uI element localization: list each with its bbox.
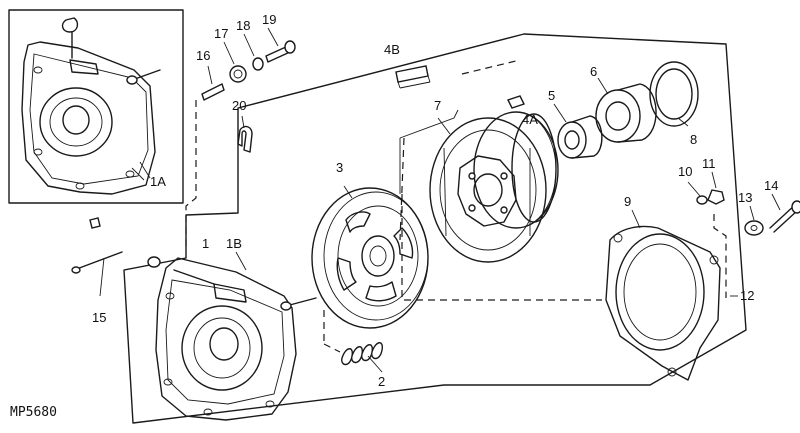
screw-15 <box>71 217 123 274</box>
rotor-7 <box>429 111 559 263</box>
figure-code: MP5680 <box>10 405 57 420</box>
washer-18 <box>252 57 264 71</box>
housing-1b <box>147 256 317 421</box>
cover-9 <box>605 225 721 381</box>
callout-17: 17 <box>214 26 228 41</box>
callout-20: 20 <box>232 98 246 113</box>
callout-labels: 1A 1B 1 2 3 4A 4B 5 6 7 8 9 10 11 12 13 … <box>92 12 778 389</box>
callout-1: 1 <box>202 236 209 251</box>
leader-lines <box>99 27 781 373</box>
callout-14: 14 <box>764 178 778 193</box>
callout-4a: 4A <box>522 112 538 127</box>
key-4b <box>395 65 431 89</box>
callout-9: 9 <box>624 194 631 209</box>
stud-16 <box>201 83 225 101</box>
spring-2 <box>341 342 384 366</box>
callout-18: 18 <box>236 18 250 33</box>
lock-washer-17 <box>229 65 247 83</box>
callout-13: 13 <box>738 190 752 205</box>
key-4a <box>507 95 525 109</box>
assembly-boundary <box>123 33 747 424</box>
alignment-lines <box>185 59 727 353</box>
callout-6: 6 <box>590 64 597 79</box>
callout-5: 5 <box>548 88 555 103</box>
bearing-6 <box>595 83 657 143</box>
callout-12: 12 <box>740 288 754 303</box>
bolt-19 <box>265 40 296 63</box>
seal-ring-8 <box>649 61 699 127</box>
callout-3: 3 <box>336 160 343 175</box>
callout-2: 2 <box>378 374 385 389</box>
housing-1a-inset <box>21 17 161 195</box>
callout-4b: 4B <box>384 42 400 57</box>
callout-1a: 1A <box>150 174 166 189</box>
callout-10: 10 <box>678 164 692 179</box>
callout-15: 15 <box>92 310 106 325</box>
callout-16: 16 <box>196 48 210 63</box>
pulley-plate-3 <box>311 187 429 329</box>
clip-20 <box>237 125 253 153</box>
callout-19: 19 <box>262 12 276 27</box>
callout-8: 8 <box>690 132 697 147</box>
callout-11: 11 <box>702 156 716 171</box>
bolt-14 <box>769 200 800 233</box>
bushing-5 <box>557 115 603 159</box>
washer-13 <box>744 220 764 236</box>
callout-1b: 1B <box>226 236 242 251</box>
washer-10 <box>696 195 708 205</box>
inset-box <box>8 9 184 204</box>
callout-7: 7 <box>434 98 441 113</box>
nut-11 <box>707 189 725 205</box>
